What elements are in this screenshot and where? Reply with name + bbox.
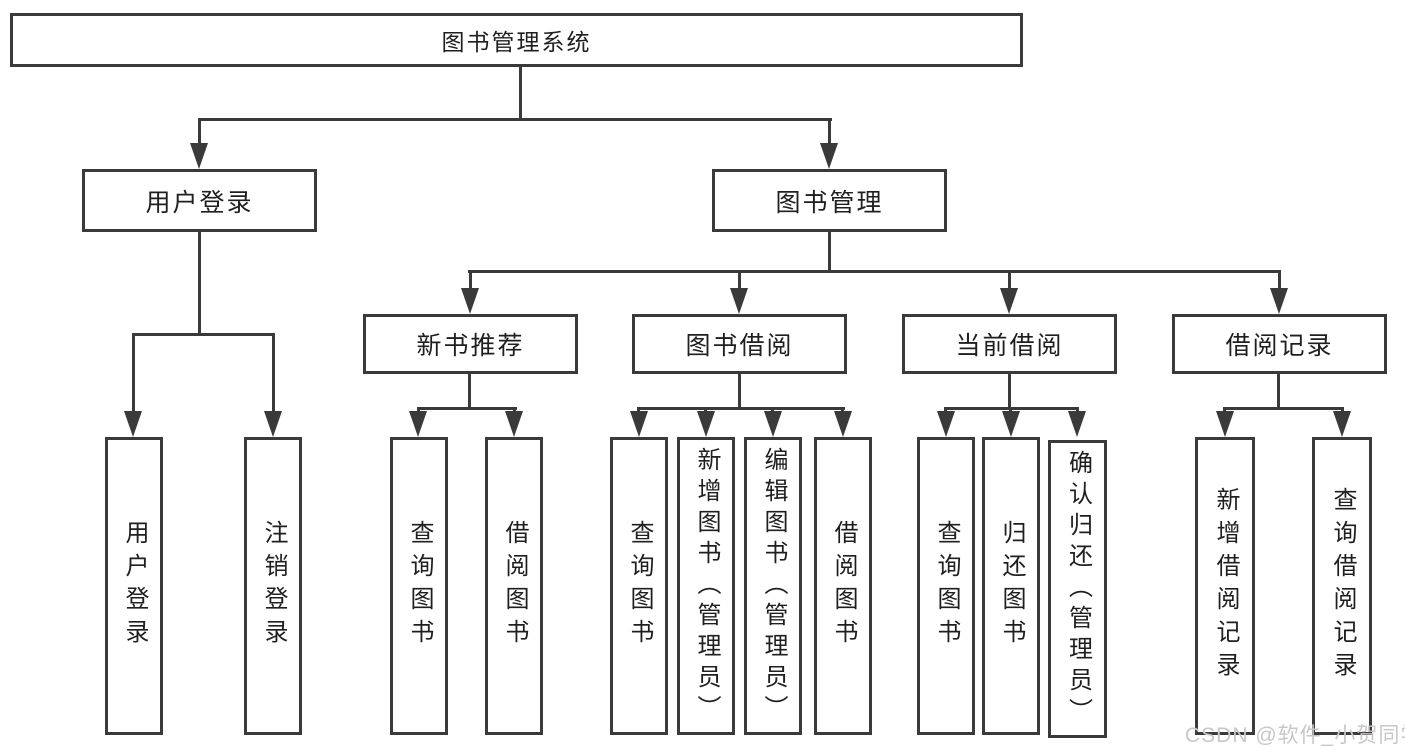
- leaf-query-books-1: 查询图书: [390, 437, 448, 735]
- node-user-login: 用户登录: [82, 169, 317, 232]
- connector-line: [132, 333, 135, 413]
- leaf-confirm-return-admin: 确认归还（管理员）: [1048, 440, 1107, 738]
- node-root: 图书管理系统: [10, 13, 1023, 67]
- connector-line: [1223, 407, 1344, 410]
- connector-line: [468, 270, 1281, 273]
- leaf-logout: 注销登录: [244, 437, 302, 735]
- arrow-down-icon: [190, 143, 208, 169]
- arrow-down-icon: [764, 411, 782, 437]
- arrow-down-icon: [505, 411, 523, 437]
- node-book-mgmt-label: 图书管理: [775, 188, 884, 217]
- connector-line: [198, 118, 832, 121]
- leaf-logout-label: 注销登录: [260, 520, 287, 652]
- leaf-add-borrow-record: 新增借阅记录: [1195, 437, 1255, 735]
- leaf-query-books-3: 查询图书: [917, 437, 975, 735]
- leaf-borrow-books-1-label: 借阅图书: [501, 520, 528, 652]
- connector-line: [738, 270, 741, 290]
- arrow-down-icon: [820, 143, 838, 169]
- arrow-down-icon: [1270, 288, 1288, 314]
- connector-line: [1008, 374, 1011, 410]
- connector-line: [198, 118, 201, 146]
- leaf-user-login-label: 用户登录: [121, 520, 148, 652]
- leaf-query-books-2: 查询图书: [610, 437, 668, 735]
- node-root-label: 图书管理系统: [441, 29, 592, 55]
- node-book-mgmt: 图书管理: [712, 169, 947, 232]
- leaf-return-books: 归还图书: [982, 437, 1040, 735]
- connector-line: [637, 407, 845, 410]
- node-borrow-records-label: 借阅记录: [1225, 332, 1334, 360]
- connector-line: [198, 231, 201, 335]
- arrow-down-icon: [630, 411, 648, 437]
- leaf-query-books-2-label: 查询图书: [626, 520, 653, 652]
- csdn-watermark: CSDN @软件_小贺同学: [1185, 724, 1405, 747]
- connector-line: [828, 118, 831, 146]
- arrow-down-icon: [1068, 411, 1086, 437]
- node-book-borrow: 图书借阅: [632, 314, 847, 374]
- node-borrow-records: 借阅记录: [1172, 314, 1387, 374]
- leaf-query-borrow-record: 查询借阅记录: [1312, 437, 1372, 735]
- connector-line: [1008, 270, 1011, 290]
- arrow-down-icon: [1002, 411, 1020, 437]
- connector-line: [1278, 270, 1281, 290]
- node-user-login-label: 用户登录: [145, 188, 254, 217]
- leaf-add-books-admin-label: 新增图书（管理员）: [693, 446, 720, 726]
- connector-line: [828, 231, 831, 272]
- leaf-confirm-return-admin-label: 确认归还（管理员）: [1064, 449, 1092, 729]
- leaf-user-login: 用户登录: [105, 437, 163, 735]
- leaf-query-books-1-label: 查询图书: [406, 520, 433, 652]
- arrow-down-icon: [264, 411, 282, 437]
- leaf-borrow-books-1: 借阅图书: [485, 437, 543, 735]
- leaf-query-books-3-label: 查询图书: [933, 520, 960, 652]
- arrow-down-icon: [1216, 411, 1234, 437]
- arrow-down-icon: [124, 411, 142, 437]
- node-new-books: 新书推荐: [363, 314, 578, 374]
- arrow-down-icon: [1000, 288, 1018, 314]
- connector-line: [272, 333, 275, 413]
- connector-line: [132, 333, 275, 336]
- leaf-borrow-books-2-label: 借阅图书: [830, 520, 857, 652]
- connector-line: [1277, 374, 1280, 410]
- leaf-return-books-label: 归还图书: [998, 520, 1025, 652]
- leaf-query-borrow-record-label: 查询借阅记录: [1329, 487, 1356, 685]
- leaf-edit-books-admin-label: 编辑图书（管理员）: [760, 446, 787, 726]
- leaf-borrow-books-2: 借阅图书: [814, 437, 872, 735]
- arrow-down-icon: [461, 288, 479, 314]
- node-new-books-label: 新书推荐: [416, 332, 525, 360]
- connector-line: [738, 374, 741, 410]
- arrow-down-icon: [1333, 411, 1351, 437]
- leaf-add-books-admin: 新增图书（管理员）: [677, 437, 735, 735]
- connector-line: [469, 270, 472, 290]
- leaf-edit-books-admin: 编辑图书（管理员）: [744, 437, 802, 735]
- arrow-down-icon: [937, 411, 955, 437]
- node-current-borrow-label: 当前借阅: [955, 332, 1064, 360]
- leaf-add-borrow-record-label: 新增借阅记录: [1212, 487, 1239, 685]
- connector-line: [417, 407, 517, 410]
- arrow-down-icon: [834, 411, 852, 437]
- node-current-borrow: 当前借阅: [902, 314, 1117, 374]
- node-book-borrow-label: 图书借阅: [685, 332, 794, 360]
- arrow-down-icon: [730, 288, 748, 314]
- connector-line: [468, 374, 471, 410]
- arrow-down-icon: [409, 411, 427, 437]
- arrow-down-icon: [697, 411, 715, 437]
- connector-line: [519, 64, 522, 120]
